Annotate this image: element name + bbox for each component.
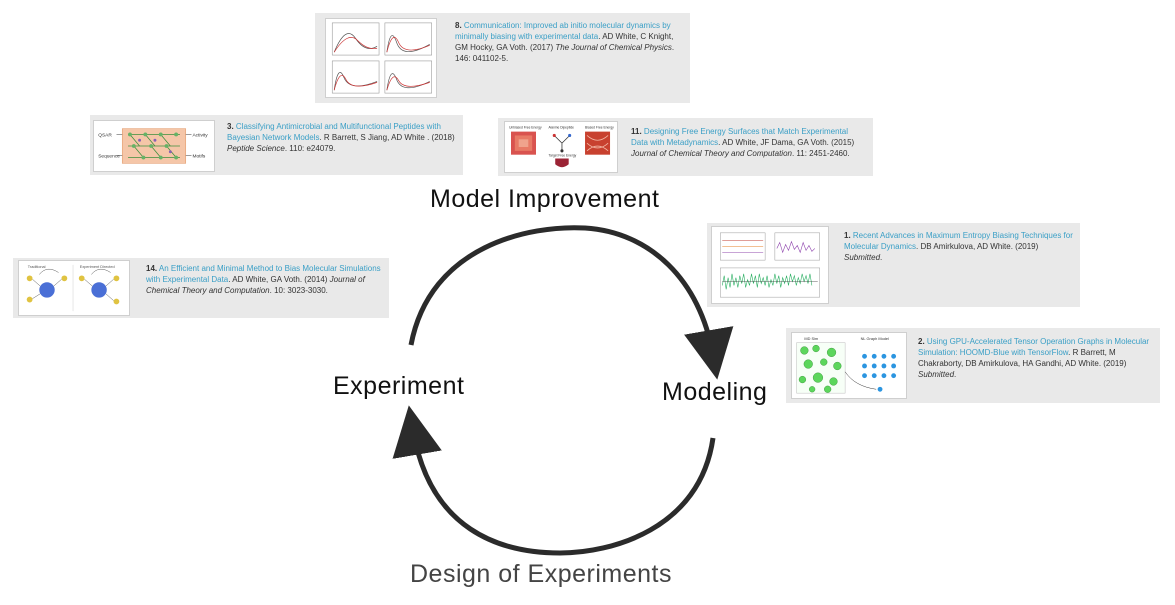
reference-thumbnail-11[interactable]: Unbiased Free Energy Alanine Dipeptide B… [504,121,618,173]
reference-card-8: 8. Communication: Improved ab initio mol… [315,13,690,103]
reference-citation-8: 8. Communication: Improved ab initio mol… [455,20,683,64]
reference-journal: The Journal of Chemical Physics [555,43,672,52]
reference-authors: . R Barrett, S Jiang, AD White . (2018) [319,133,455,142]
reference-title-link[interactable]: Classifying Antimicrobial and Multifunct… [227,122,441,142]
label-experiment: Experiment [333,372,465,400]
reference-card-11: Unbiased Free Energy Alanine Dipeptide B… [498,118,873,176]
reference-citation-3: 3. Classifying Antimicrobial and Multifu… [227,121,459,154]
reference-volume: . 11: 2451-2460. [791,149,850,158]
thumb-label: NL Graph Model [861,336,889,341]
thumb-label: Target Free Energy [549,154,577,158]
reference-journal: Journal of Chemical Theory and Computati… [146,275,365,295]
thumb-label: Alanine Dipeptide [549,126,575,130]
thumb-label: Activity [192,132,208,138]
reference-number: 3. [227,122,234,131]
thumb-label: Unbiased Free Energy [509,126,542,130]
reference-journal: Submitted [844,253,881,262]
reference-citation-2: 2. Using GPU-Accelerated Tensor Operatio… [918,336,1154,380]
upper-cycle-arrow [408,225,734,380]
reference-volume: . 110: e24079. [284,144,336,153]
reference-thumbnail-8[interactable] [325,18,437,98]
reference-authors: . AD White, C Knight, GM Hocky, GA Voth.… [455,32,674,52]
reference-authors: . DB Amirkulova, AD White. (2019) [916,242,1039,251]
reference-number: 14. [146,264,158,273]
reference-authors: . R Barrett, M Chakraborty, DB Amirkulov… [918,348,1127,368]
reference-card-2: MD Sim NL Graph Model 2. Using GPU-Accel… [786,328,1160,403]
reference-number: 11. [631,127,642,136]
reference-number: 1. [844,231,851,240]
label-model-improvement: Model Improvement [430,185,660,213]
reference-card-1: 1. Recent Advances in Maximum Entropy Bi… [707,223,1080,307]
reference-number: 2. [918,337,925,346]
reference-thumbnail-3[interactable]: QSAR Sequence Activity Motifs [93,120,215,172]
reference-card-14: Traditional Experiment Directed 14. An E… [13,258,389,318]
reference-citation-14: 14. An Efficient and Minimal Method to B… [146,263,384,296]
reference-volume: . [954,370,957,379]
reference-title-link[interactable]: Recent Advances in Maximum Entropy Biasi… [844,231,1073,251]
reference-number: 8. [455,21,462,30]
reference-journal: Journal of Chemical Theory and Computati… [631,149,792,158]
reference-title-link[interactable]: Using GPU-Accelerated Tensor Operation G… [918,337,1150,357]
reference-card-3: QSAR Sequence Activity Motifs 3. Classif… [90,115,463,175]
thumb-label: Experiment Directed [80,265,115,269]
reference-authors: . AD White, GA Voth. (2014) [228,275,330,284]
lower-cycle-arrow [392,405,716,556]
reference-volume: . 146: 041102-5. [455,43,675,63]
reference-thumbnail-1[interactable] [711,226,829,304]
reference-thumbnail-2[interactable]: MD Sim NL Graph Model [791,332,907,399]
reference-journal: Submitted [918,370,955,379]
thumb-label: Sequence [98,154,120,160]
reference-title-link[interactable]: Designing Free Energy Surfaces that Matc… [631,127,849,147]
reference-citation-1: 1. Recent Advances in Maximum Entropy Bi… [844,230,1076,263]
reference-volume: . 10: 3023-3030. [269,286,328,295]
reference-title-link[interactable]: An Efficient and Minimal Method to Bias … [146,264,381,284]
reference-thumbnail-14[interactable]: Traditional Experiment Directed [18,260,130,316]
reference-journal: Peptide Science [227,144,285,153]
thumb-label: Traditional [28,265,46,269]
label-modeling: Modeling [662,378,768,406]
thumb-label: Biased Free Energy [585,126,614,130]
reference-citation-11: 11. Designing Free Energy Surfaces that … [631,126,867,159]
reference-title-link[interactable]: Communication: Improved ab initio molecu… [455,21,671,41]
label-design-of-experiments: Design of Experiments [410,560,673,588]
reference-authors: . AD White, JF Dama, GA Voth. (2015) [718,138,855,147]
thumb-label: QSAR [98,132,112,138]
thumb-label: MD Sim [804,336,818,341]
thumb-label: Motifs [192,154,205,160]
reference-volume: . [880,253,883,262]
